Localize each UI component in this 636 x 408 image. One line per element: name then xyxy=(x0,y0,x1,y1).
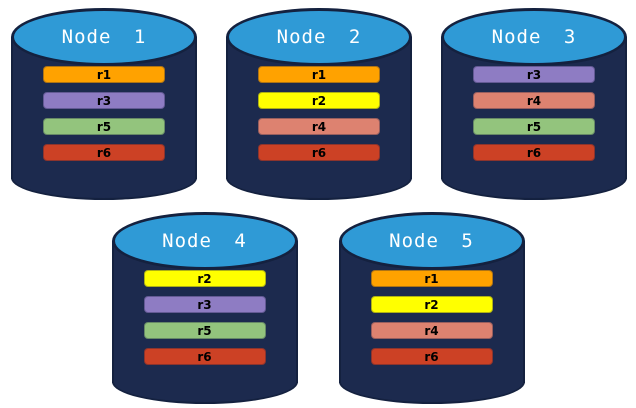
replica-label: r5 xyxy=(526,119,542,134)
replica-label: r6 xyxy=(526,145,542,160)
database-node-3: Node 3 r3 r4 r5 r6 xyxy=(441,8,627,200)
database-node-1: Node 1 r1 r3 r5 r6 xyxy=(11,8,197,200)
replica-label: r5 xyxy=(96,119,112,134)
cylinder-top: Node 3 xyxy=(441,8,627,66)
replica-label: r1 xyxy=(311,67,327,82)
database-node-5: Node 5 r1 r2 r4 r6 xyxy=(338,212,525,404)
database-node-2: Node 2 r1 r2 r4 r6 xyxy=(226,8,412,200)
node-title: Node 4 xyxy=(162,230,247,252)
replica-bar-r4: r4 xyxy=(258,118,380,135)
replica-bar-r6: r6 xyxy=(473,144,595,161)
replica-bar-r4: r4 xyxy=(473,92,595,109)
replica-bar-r5: r5 xyxy=(143,322,266,339)
replica-list: r3 r4 r5 r6 xyxy=(473,66,595,161)
replica-label: r5 xyxy=(197,323,212,338)
replica-label: r3 xyxy=(96,93,112,108)
replica-bar-r1: r1 xyxy=(370,270,493,287)
replica-label: r3 xyxy=(197,297,212,312)
replica-bar-r3: r3 xyxy=(43,92,165,109)
replica-bar-r2: r2 xyxy=(143,270,266,287)
database-node-4: Node 4 r2 r3 r5 r6 xyxy=(111,212,298,404)
replica-bar-r1: r1 xyxy=(43,66,165,83)
replica-label: r3 xyxy=(526,67,542,82)
node-title: Node 5 xyxy=(389,230,474,252)
replica-bar-r2: r2 xyxy=(258,92,380,109)
cylinder-top: Node 5 xyxy=(338,212,525,270)
replica-bar-r5: r5 xyxy=(473,118,595,135)
replica-bar-r5: r5 xyxy=(43,118,165,135)
replica-bar-r1: r1 xyxy=(258,66,380,83)
replica-label: r6 xyxy=(424,349,439,364)
replica-label: r2 xyxy=(197,271,212,286)
replica-list: r1 r2 r4 r6 xyxy=(258,66,380,161)
replica-bar-r2: r2 xyxy=(370,296,493,313)
replica-list: r1 r3 r5 r6 xyxy=(43,66,165,161)
node-title: Node 3 xyxy=(491,26,577,48)
replica-bar-r6: r6 xyxy=(370,348,493,365)
cylinder-top: Node 4 xyxy=(111,212,298,270)
replica-label: r1 xyxy=(96,67,112,82)
replica-list: r1 r2 r4 r6 xyxy=(370,270,493,365)
replica-list: r2 r3 r5 r6 xyxy=(143,270,266,365)
replica-bar-r3: r3 xyxy=(473,66,595,83)
replica-label: r4 xyxy=(311,119,327,134)
replica-label: r2 xyxy=(311,93,327,108)
cylinder-top: Node 1 xyxy=(11,8,197,66)
replica-label: r6 xyxy=(197,349,212,364)
replica-label: r4 xyxy=(526,93,542,108)
cylinder-top: Node 2 xyxy=(226,8,412,66)
node-row-bottom: Node 4 r2 r3 r5 r6 Node 5 r1 r2 r4 r6 xyxy=(0,212,636,404)
replica-label: r4 xyxy=(424,323,439,338)
replica-label: r6 xyxy=(96,145,112,160)
node-title: Node 2 xyxy=(276,26,362,48)
replica-label: r6 xyxy=(311,145,327,160)
replica-label: r1 xyxy=(424,271,439,286)
replica-label: r2 xyxy=(424,297,439,312)
node-row-top: Node 1 r1 r3 r5 r6 Node 2 r1 r2 r4 r6 xyxy=(0,0,636,200)
replica-bar-r3: r3 xyxy=(143,296,266,313)
node-title: Node 1 xyxy=(61,26,147,48)
replica-bar-r6: r6 xyxy=(258,144,380,161)
replica-bar-r6: r6 xyxy=(43,144,165,161)
replica-bar-r6: r6 xyxy=(143,348,266,365)
replica-bar-r4: r4 xyxy=(370,322,493,339)
